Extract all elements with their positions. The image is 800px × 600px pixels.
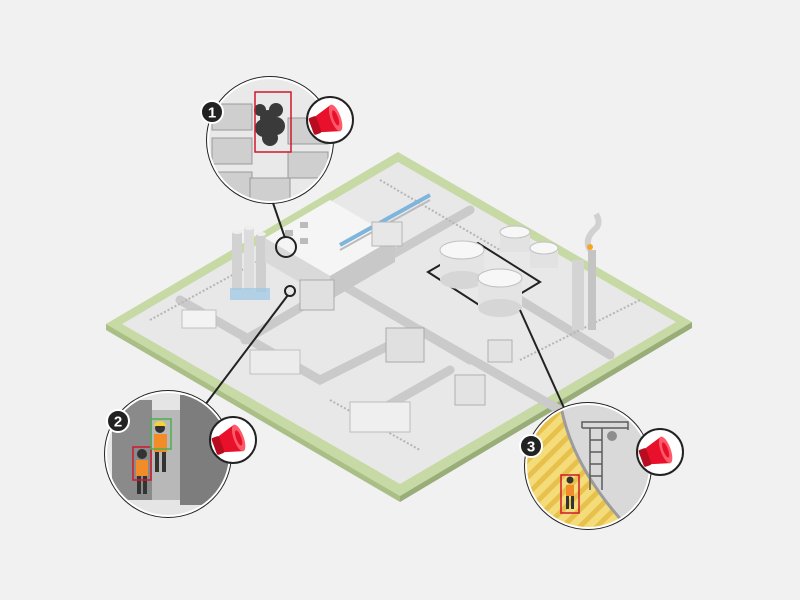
site-edge-right bbox=[400, 322, 692, 502]
ppe-compliant-box bbox=[150, 418, 172, 450]
callout-2-number: 2 bbox=[114, 414, 122, 431]
smoke-plume bbox=[254, 103, 285, 146]
callout-1 bbox=[206, 76, 334, 204]
callout-3-alarm bbox=[636, 428, 684, 476]
callout-3-badge: 3 bbox=[519, 434, 543, 458]
flare-stack bbox=[572, 212, 602, 330]
callout-3-number: 3 bbox=[527, 439, 535, 456]
storage-silos bbox=[230, 226, 270, 300]
process-units bbox=[181, 221, 513, 433]
callout-1-number: 1 bbox=[208, 105, 216, 122]
callout-2-alarm bbox=[209, 416, 257, 464]
smoke-detection-box bbox=[254, 91, 292, 153]
callout-3 bbox=[524, 402, 652, 530]
worker-no-helmet bbox=[136, 449, 148, 494]
intrusion-detection-box bbox=[560, 474, 580, 514]
access-ladder bbox=[581, 421, 629, 490]
intruder-worker bbox=[566, 476, 574, 509]
callout-2-badge: 2 bbox=[106, 409, 130, 433]
leader-lines bbox=[204, 199, 566, 411]
site-edge bbox=[106, 324, 400, 502]
worker-with-helmet bbox=[154, 421, 167, 472]
oil-tanks bbox=[426, 225, 559, 317]
callout-1-badge: 1 bbox=[200, 100, 224, 124]
plant-site bbox=[106, 152, 692, 502]
callout-1-alarm bbox=[306, 96, 354, 144]
ppe-violation-box bbox=[132, 446, 152, 481]
